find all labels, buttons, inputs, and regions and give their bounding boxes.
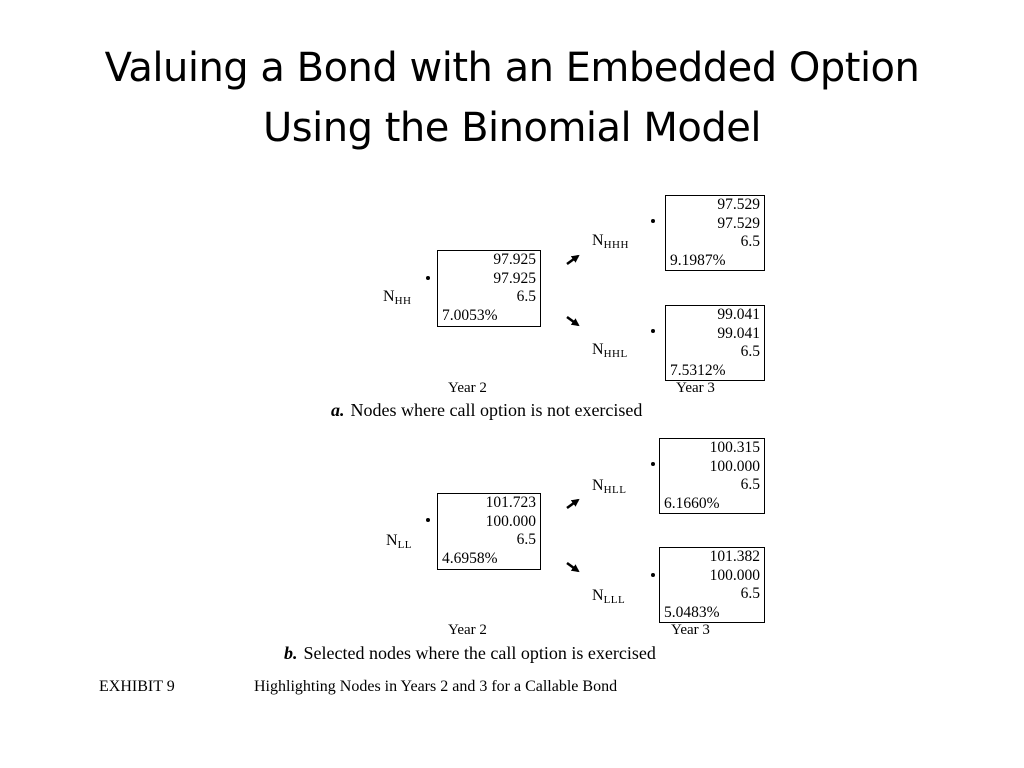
node-value-rate: 6.1660% bbox=[664, 494, 720, 512]
node-value-price: 100.315 bbox=[709, 439, 760, 456]
slide-title-line-1: Valuing a Bond with an Embedded Option bbox=[104, 45, 920, 91]
exhibit-caption: Highlighting Nodes in Years 2 and 3 for … bbox=[254, 678, 618, 695]
node-value-called-price: 100.000 bbox=[709, 566, 760, 584]
node-dot bbox=[651, 219, 655, 223]
node-value-coupon: 6.5 bbox=[516, 288, 536, 305]
arrow-b-up bbox=[566, 498, 580, 510]
node-label-b-up: NHLL bbox=[592, 477, 627, 496]
slide-title-line-2: Using the Binomial Model bbox=[263, 105, 761, 151]
node-value-rate: 7.5312% bbox=[670, 361, 726, 379]
node-label-b-down: NLLL bbox=[592, 587, 626, 606]
node-box-b-root: 101.723 100.000 6.5 4.6958% bbox=[437, 493, 541, 570]
node-box-a-up: 97.529 97.529 6.5 9.1987% bbox=[665, 195, 765, 271]
node-value-called-price: 97.529 bbox=[717, 214, 760, 232]
panel-caption-text: Selected nodes where the call option is … bbox=[303, 643, 656, 663]
node-value-price: 101.723 bbox=[485, 494, 536, 511]
node-dot bbox=[651, 462, 655, 466]
panel-a-caption: a.Nodes where call option is not exercis… bbox=[331, 400, 642, 420]
node-value-called-price: 100.000 bbox=[709, 457, 760, 475]
node-value-called-price: 99.041 bbox=[717, 324, 760, 342]
node-value-rate: 7.0053% bbox=[442, 306, 498, 324]
node-label-a-down: NHHL bbox=[592, 341, 628, 360]
node-value-coupon: 6.5 bbox=[740, 343, 760, 360]
node-value-rate: 5.0483% bbox=[664, 603, 720, 621]
node-dot bbox=[651, 329, 655, 333]
year-label-left: Year 2 bbox=[448, 622, 487, 638]
panel-letter: a. bbox=[331, 400, 345, 420]
exhibit-label: EXHIBIT 9 bbox=[99, 678, 175, 695]
node-value-coupon: 6.5 bbox=[740, 476, 760, 493]
arrow-a-up bbox=[566, 254, 580, 266]
node-label-a-root: NHH bbox=[383, 288, 412, 307]
node-dot bbox=[426, 276, 430, 280]
panel-caption-text: Nodes where call option is not exercised bbox=[350, 400, 643, 420]
node-value-coupon: 6.5 bbox=[740, 585, 760, 602]
node-box-a-down: 99.041 99.041 6.5 7.5312% bbox=[665, 305, 765, 381]
node-value-coupon: 6.5 bbox=[516, 531, 536, 548]
year-label-left: Year 2 bbox=[448, 380, 487, 396]
node-value-rate: 9.1987% bbox=[670, 251, 726, 269]
node-label-a-up: NHHH bbox=[592, 232, 629, 251]
node-value-price: 101.382 bbox=[709, 548, 760, 565]
node-box-b-down: 101.382 100.000 6.5 5.0483% bbox=[659, 547, 765, 623]
arrow-b-down bbox=[566, 561, 580, 573]
panel-letter: b. bbox=[284, 643, 298, 663]
node-box-b-up: 100.315 100.000 6.5 6.1660% bbox=[659, 438, 765, 514]
arrow-a-down bbox=[566, 315, 580, 327]
node-value-called-price: 97.925 bbox=[493, 269, 536, 287]
node-value-rate: 4.6958% bbox=[442, 549, 498, 567]
year-label-right: Year 3 bbox=[671, 622, 710, 638]
node-value-price: 99.041 bbox=[717, 306, 760, 323]
node-dot bbox=[426, 518, 430, 522]
panel-b-caption: b.Selected nodes where the call option i… bbox=[284, 643, 656, 663]
node-value-price: 97.925 bbox=[493, 251, 536, 268]
node-value-price: 97.529 bbox=[717, 196, 760, 213]
node-dot bbox=[651, 573, 655, 577]
node-value-called-price: 100.000 bbox=[485, 512, 536, 530]
node-box-a-root: 97.925 97.925 6.5 7.0053% bbox=[437, 250, 541, 327]
node-value-coupon: 6.5 bbox=[740, 233, 760, 250]
year-label-right: Year 3 bbox=[676, 380, 715, 396]
node-label-b-root: NLL bbox=[386, 532, 413, 551]
